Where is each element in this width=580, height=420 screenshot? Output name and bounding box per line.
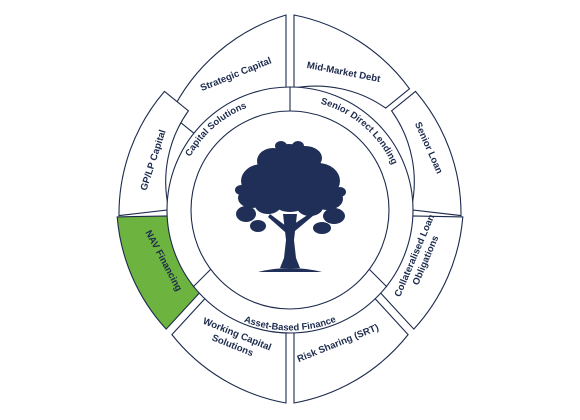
outer-segment-mid-market-debt[interactable] xyxy=(293,14,411,109)
oak-tree-icon xyxy=(235,141,346,272)
